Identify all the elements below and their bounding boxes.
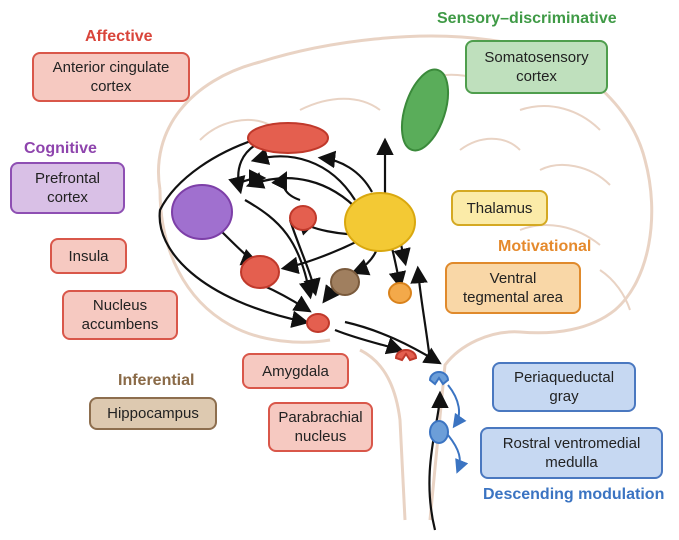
heading-motivational: Motivational [498,238,591,256]
thalamus-label: Thalamus [451,190,548,226]
heading-descending-modulation: Descending modulation [483,486,664,504]
parabrachial-nucleus-label: Parabrachial nucleus [268,402,373,452]
hippocampus-label: Hippocampus [89,397,217,430]
somatosensory-cortex-label: Somatosensory cortex [465,40,608,94]
heading-affective: Affective [85,28,153,46]
insula-label: Insula [50,238,127,274]
anterior-cingulate-cortex-label: Anterior cingulate cortex [32,52,190,102]
descending-arrows-icon [448,385,460,470]
heading-cognitive: Cognitive [24,140,97,158]
heading-sensory-discriminative: Sensory–discriminative [437,10,617,28]
heading-inferential: Inferential [118,372,194,390]
ventral-tegmental-area-label: Ventral tegmental area [445,262,581,314]
rostral-ventromedial-medulla-label: Rostral ventromedial medulla [480,427,663,479]
prefrontal-cortex-label: Prefrontal cortex [10,162,125,214]
periaqueductal-gray-label: Periaqueductal gray [492,362,636,412]
amygdala-label: Amygdala [242,353,349,389]
nucleus-accumbens-label: Nucleus accumbens [62,290,178,340]
